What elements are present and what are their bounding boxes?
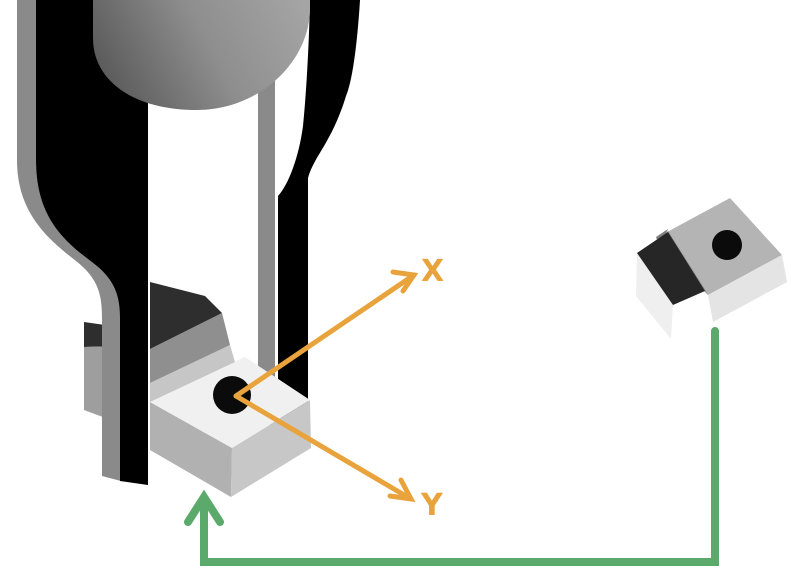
target-part bbox=[636, 198, 787, 339]
y-axis-arrowhead bbox=[387, 477, 416, 503]
x-axis-line bbox=[233, 272, 417, 399]
gripped-part-fin-top bbox=[150, 282, 222, 349]
gripped-part-fin-lower-slope bbox=[150, 345, 235, 402]
right-jaw-finger bbox=[278, 0, 360, 430]
gripped-part-left-face bbox=[150, 402, 232, 497]
motion-path-arrowhead bbox=[184, 489, 224, 526]
right-jaw-edge-strip bbox=[258, 55, 275, 425]
target-part-front-face bbox=[636, 253, 673, 339]
x-axis: X bbox=[233, 254, 444, 399]
target-part-hole bbox=[712, 230, 742, 260]
x-axis-label: X bbox=[421, 254, 444, 289]
left-jaw-finger bbox=[36, 0, 148, 485]
gripped-part-fin-mid-slope bbox=[150, 313, 230, 383]
target-part-right-face bbox=[708, 255, 787, 322]
gripper-left-jaw bbox=[17, 0, 148, 485]
gripper-right-jaw bbox=[258, 0, 360, 430]
motion-path-line bbox=[200, 327, 719, 566]
y-axis-label: Y bbox=[420, 488, 444, 523]
target-part-fin-face bbox=[637, 232, 705, 305]
y-axis-line bbox=[233, 393, 414, 502]
gripped-part-hole bbox=[213, 376, 251, 414]
y-axis: Y bbox=[233, 393, 444, 523]
left-jaw-edge-strip bbox=[17, 0, 121, 481]
gripper-shank bbox=[93, 0, 310, 110]
gripped-part-right-face bbox=[231, 400, 311, 497]
motion-path bbox=[184, 327, 719, 566]
x-axis-arrowhead bbox=[390, 269, 419, 294]
